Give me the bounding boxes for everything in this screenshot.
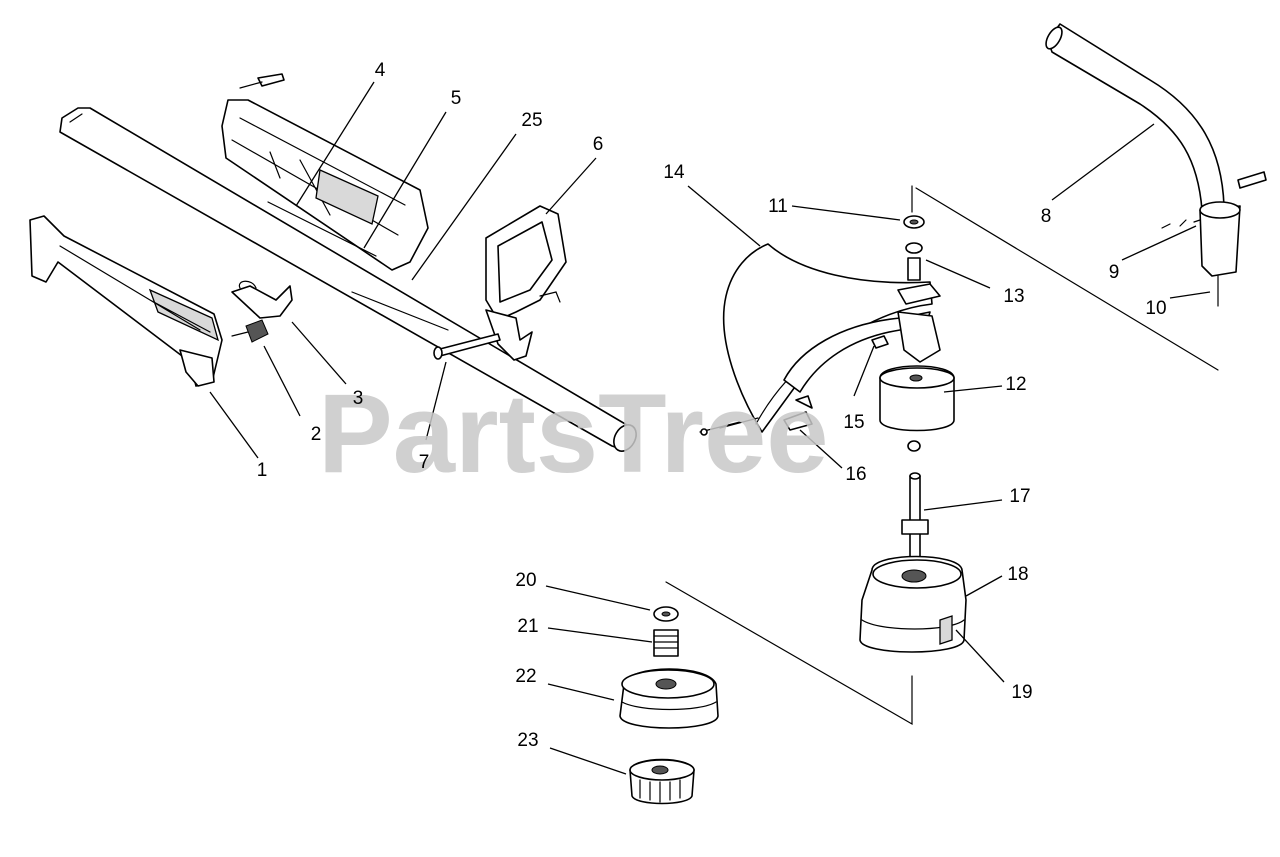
bolt-part[interactable]: [433, 333, 501, 360]
assist-handle-part[interactable]: [485, 205, 567, 361]
callout-2: 2: [311, 424, 322, 445]
assembly-guides: [665, 187, 1219, 726]
callout-18: 18: [1007, 564, 1028, 585]
callout-8: 8: [1041, 206, 1052, 227]
callout-25: 25: [521, 110, 542, 131]
spool-housing-part[interactable]: [859, 555, 967, 653]
callout-22: 22: [515, 666, 536, 687]
callout-14: 14: [663, 162, 685, 183]
drive-shaft-tube[interactable]: [59, 107, 641, 455]
nut-part[interactable]: [231, 319, 269, 343]
callout-15: 15: [843, 412, 864, 433]
watermark-text: PartsTree: [318, 371, 829, 496]
callout-5: 5: [451, 88, 462, 109]
callout-20: 20: [515, 570, 536, 591]
callout-17: 17: [1009, 486, 1030, 507]
spool-part[interactable]: [619, 668, 719, 729]
callout-6: 6: [593, 134, 604, 155]
spring-part[interactable]: [653, 629, 679, 657]
gear-head-part[interactable]: [879, 311, 955, 452]
callout-12: 12: [1005, 374, 1026, 395]
curved-shaft-part[interactable]: [1043, 23, 1267, 307]
clip-part[interactable]: [231, 280, 293, 319]
callout-13: 13: [1003, 286, 1024, 307]
washer-part[interactable]: [897, 185, 941, 305]
callout-21: 21: [517, 616, 538, 637]
arbor-shaft-part[interactable]: [901, 472, 929, 561]
callout-10: 10: [1145, 298, 1166, 319]
callout-3: 3: [353, 388, 364, 409]
callout-7: 7: [419, 452, 430, 473]
callout-19: 19: [1011, 682, 1032, 703]
callout-16: 16: [845, 464, 866, 485]
callout-9: 9: [1109, 262, 1120, 283]
bump-knob-part[interactable]: [629, 758, 695, 805]
callout-4: 4: [375, 60, 386, 81]
callout-1: 1: [257, 460, 268, 481]
grip-handle-part[interactable]: [29, 215, 223, 387]
callout-labels: 4 5 25 6 1 2 3 7 8 9 10 11 13 14 12 15 1…: [257, 60, 1167, 751]
leader-lines: [209, 81, 1211, 775]
washer-lower-part[interactable]: [653, 606, 679, 622]
callout-11: 11: [768, 196, 788, 217]
screw-part[interactable]: [783, 335, 889, 431]
callout-23: 23: [517, 730, 538, 751]
